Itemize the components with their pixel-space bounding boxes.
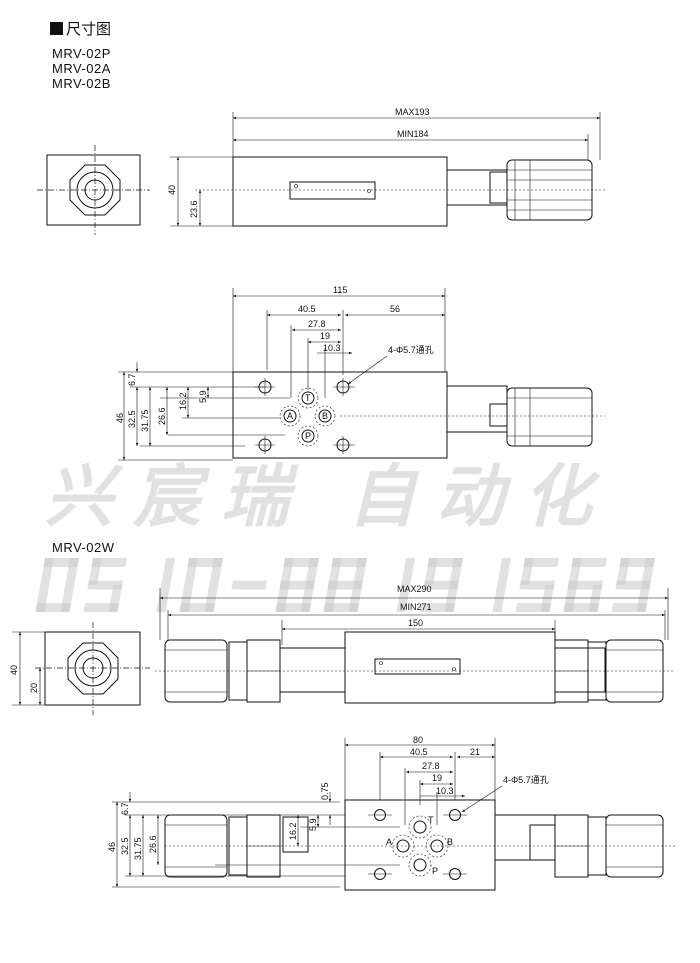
dim-40: 40	[167, 185, 177, 195]
port-b: B	[322, 411, 328, 421]
watermark-digit-segment	[209, 558, 223, 585]
watermark-digit-segment	[611, 603, 648, 612]
model-label: MRV-02A	[52, 61, 111, 76]
port-t: T	[305, 393, 311, 403]
dim-6-7: 6.7	[127, 373, 137, 386]
dim-32-5: 32.5	[127, 410, 137, 428]
watermark-digit-segment	[40, 558, 54, 585]
dim-min: MIN184	[397, 129, 429, 139]
dim-19: 19	[320, 331, 330, 341]
watermark-digit-segment	[424, 558, 438, 585]
port-face-view: 115 40.5 56 27.8 19 10.3 4-Φ5.7通孔	[115, 285, 605, 461]
dim-23-6: 23.6	[189, 200, 199, 218]
watermark-digit-segment	[423, 580, 460, 590]
dim-w-max: MAX290	[397, 584, 432, 594]
dim-w-6-7: 6.7	[120, 802, 130, 815]
dim-56: 56	[390, 304, 400, 314]
ports-w: T A B P	[386, 815, 453, 877]
dim-w-27-8: 27.8	[422, 761, 440, 771]
watermark-digit-segment	[497, 558, 511, 585]
title-text: 尺寸图	[66, 21, 112, 38]
dim-w-16-2: 16.2	[288, 822, 298, 840]
end-view-top	[37, 145, 150, 235]
watermark-digit-segment	[353, 558, 367, 585]
dim-w-19: 19	[432, 773, 442, 783]
dim-w-5-9: 5.9	[308, 818, 318, 831]
dim-w-46: 46	[107, 842, 117, 852]
watermark-digit-segment	[328, 558, 342, 585]
hole-note: 4-Φ5.7通孔	[388, 345, 434, 355]
hole-note-w: 4-Φ5.7通孔	[503, 775, 549, 785]
dim-w-31-75: 31.75	[133, 837, 143, 860]
watermark-digit-segment	[231, 580, 268, 590]
watermark-digit-segment	[520, 558, 534, 585]
ports: T A B P	[279, 387, 336, 447]
dim-27-8: 27.8	[308, 319, 326, 329]
dim-w-26-6: 26.6	[148, 835, 158, 853]
model-label: MRV-02P	[52, 46, 111, 61]
dim-w-20: 20	[29, 683, 39, 693]
square-bullet-icon	[50, 22, 63, 35]
port-a: A	[287, 411, 293, 421]
side-view-w: MAX290 MIN271 150	[155, 584, 675, 704]
dim-0-75: 0.75	[320, 782, 330, 800]
watermark-digit-segment	[279, 580, 316, 590]
dim-31-75: 31.75	[140, 409, 150, 432]
watermark-digit-segment	[83, 603, 120, 612]
dim-115: 115	[333, 285, 347, 295]
watermark-digit-segment	[305, 558, 319, 585]
watermark-digit-segment	[88, 558, 102, 585]
port-face-view-w: 80 40.5 21 27.8 19 10.3 4-Φ5.7通孔 T A B	[107, 735, 675, 891]
watermark-digit-segment	[615, 580, 652, 590]
dim-40-5: 40.5	[298, 304, 316, 314]
dim-21: 21	[470, 747, 480, 757]
watermark-digit-segment	[449, 558, 463, 585]
watermark-digit-segment	[401, 558, 415, 585]
dim-w-40-5: 40.5	[410, 747, 428, 757]
watermark-digit-segment	[419, 603, 456, 612]
side-view-top: MAX193 MIN184 40 23.6	[167, 107, 605, 227]
dim-10-3: 10.3	[323, 343, 341, 353]
port-p: P	[305, 431, 311, 441]
watermark-digit-segment	[515, 603, 552, 612]
model-label: MRV-02B	[52, 76, 111, 91]
watermark-digit-segment	[616, 558, 630, 585]
dim-w-32-5: 32.5	[120, 837, 130, 855]
dim-w-10-3: 10.3	[436, 786, 454, 796]
watermark-digit-segment	[35, 585, 50, 612]
dim-w-min: MIN271	[400, 602, 432, 612]
watermark-digit-segment	[327, 580, 364, 590]
watermark-digit-segment	[65, 558, 79, 585]
watermark-digit-segment	[568, 558, 582, 585]
watermark-digit-segment	[641, 558, 655, 585]
port-a-w: A	[386, 837, 392, 847]
model-label-w: MRV-02W	[52, 540, 115, 555]
port-p-w: P	[432, 866, 438, 876]
watermark-digit-segment	[161, 558, 175, 585]
dim-w-40: 40	[9, 665, 19, 675]
dim-80: 80	[413, 735, 423, 745]
watermark-digit-segment	[280, 558, 294, 585]
dim-26-6: 26.6	[157, 407, 167, 425]
dim-16-2: 16.2	[178, 392, 188, 410]
section-title: 尺寸图	[50, 18, 111, 39]
port-t-w: T	[428, 815, 434, 825]
end-view-w: 40 20	[9, 622, 150, 715]
watermark-digit-segment	[184, 558, 198, 585]
dim-max: MAX193	[395, 107, 430, 117]
port-b-w: B	[447, 837, 453, 847]
dim-w-150: 150	[408, 618, 423, 628]
dim-46: 46	[115, 413, 125, 423]
dim-5-9: 5.9	[198, 390, 208, 403]
mount-holes-w	[368, 809, 467, 880]
